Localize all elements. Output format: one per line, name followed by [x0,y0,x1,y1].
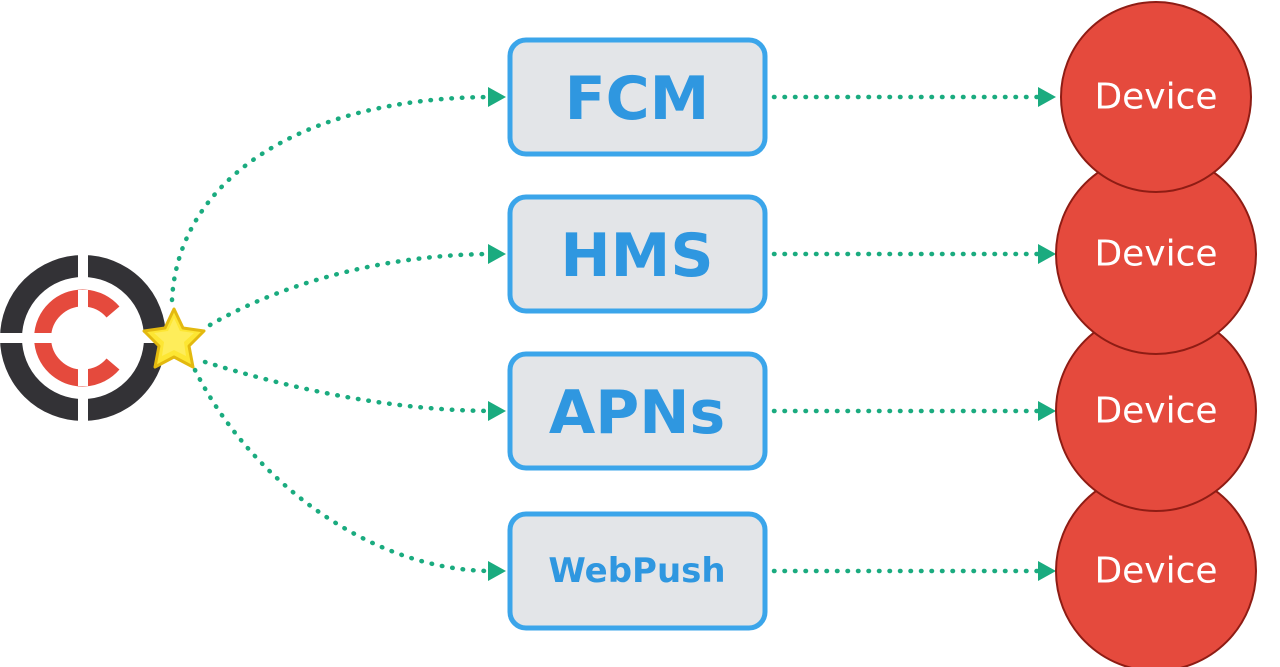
service-hms-label: HMS [560,221,713,291]
device-1-label: Device [1094,77,1217,118]
arrowhead-device-2 [1038,244,1056,264]
device-1: Device [1060,1,1252,193]
device-4-label: Device [1094,551,1217,592]
device-3: Device [1055,310,1257,512]
arrowhead-device-1 [1038,87,1056,107]
source-connectors [169,87,506,581]
service-webpush-label: WebPush [548,551,725,591]
star-icon [142,307,206,369]
service-hms: HMS [507,194,768,314]
connector-source-hms [207,251,493,328]
service-apns-label: APNs [549,378,725,448]
connector-source-fcm [169,94,493,303]
c-ring-logo-icon [0,252,170,424]
service-fcm-label: FCM [565,64,710,134]
arrowhead-hms [488,244,506,264]
arrowhead-fcm [488,87,506,107]
connector-source-webpush [192,367,493,574]
service-webpush: WebPush [507,511,768,631]
connector-source-apns [202,359,493,414]
device-2-label: Device [1094,234,1217,275]
arrowhead-apns [488,401,506,421]
arrowhead-device-3 [1038,401,1056,421]
service-fcm: FCM [507,37,768,157]
arrowhead-device-4 [1038,561,1056,581]
device-connectors [771,87,1056,581]
arrowhead-webpush [488,561,506,581]
device-3-label: Device [1094,391,1217,432]
service-apns: APNs [507,351,768,471]
